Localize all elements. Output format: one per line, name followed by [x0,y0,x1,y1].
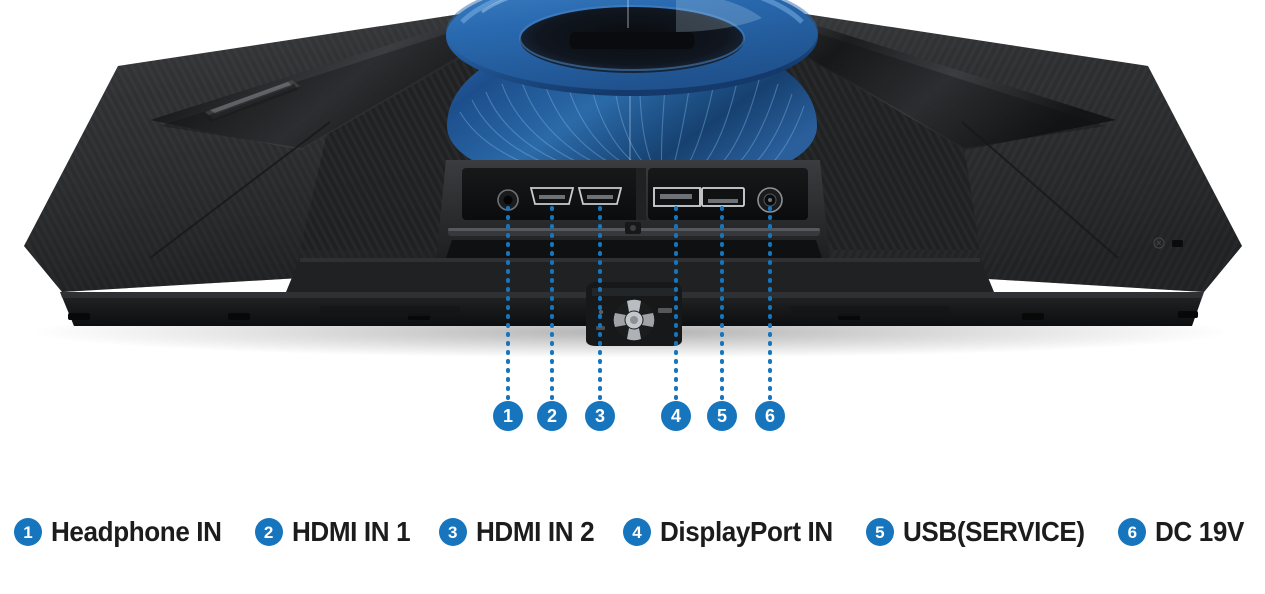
monitor-rear-illustration [24,0,1242,402]
legend-item-2: 2 HDMI IN 1 [254,516,419,548]
callout-badge-4: 4 [661,401,691,431]
legend-badge-3: 3 [438,518,467,546]
legend-badge-5: 5 [865,518,894,546]
port-usb-service [701,187,745,207]
legend-badge-6: 6 [1118,518,1147,546]
callout-badge-5: 5 [707,401,737,431]
port-legend: 1 Headphone IN 2 HDMI IN 1 3 HDMI IN 2 4 Displa… [0,470,1265,594]
port-hdmi-2 [577,187,623,205]
legend-item-1: 1 Headphone IN [14,516,234,548]
accent-band-right [748,24,1116,150]
rog-slash-emblem [205,80,300,122]
callout-badge-1: 1 [493,401,523,431]
legend-item-6: 6 DC 19V [1118,516,1251,548]
legend-badge-2: 2 [254,518,283,546]
port-displayport [653,187,701,207]
callout-badge-3: 3 [585,401,615,431]
io-recess [436,160,830,262]
joystick-housing [586,282,682,346]
legend-label-6: DC 19V [1155,516,1245,547]
lower-step [286,258,994,292]
legend-label-2: HDMI IN 1 [291,516,411,547]
legend-label-1: Headphone IN [51,516,222,547]
legend-item-4: 4 DisplayPort IN [622,516,846,548]
joystick-dpad [613,299,655,341]
model-label-mark [658,308,672,313]
legend-label-4: DisplayPort IN [659,516,833,547]
legend-badge-4: 4 [622,518,651,546]
callout-leader-lines [506,206,772,402]
kensington-lock-slot [1153,237,1183,249]
callout-badge-2: 2 [537,401,567,431]
legend-item-5: 5 USB(SERVICE) [865,516,1098,548]
legend-item-3: 3 HDMI IN 2 [438,516,603,548]
stand-collar-blue [446,0,818,190]
legend-badge-1: 1 [14,518,42,546]
callout-badge-6: 6 [755,401,785,431]
legend-label-3: HDMI IN 2 [475,516,595,547]
legend-label-5: USB(SERVICE) [902,516,1085,547]
power-led [598,309,604,315]
accent-band-left [150,24,520,150]
port-hdmi-1 [529,187,575,205]
